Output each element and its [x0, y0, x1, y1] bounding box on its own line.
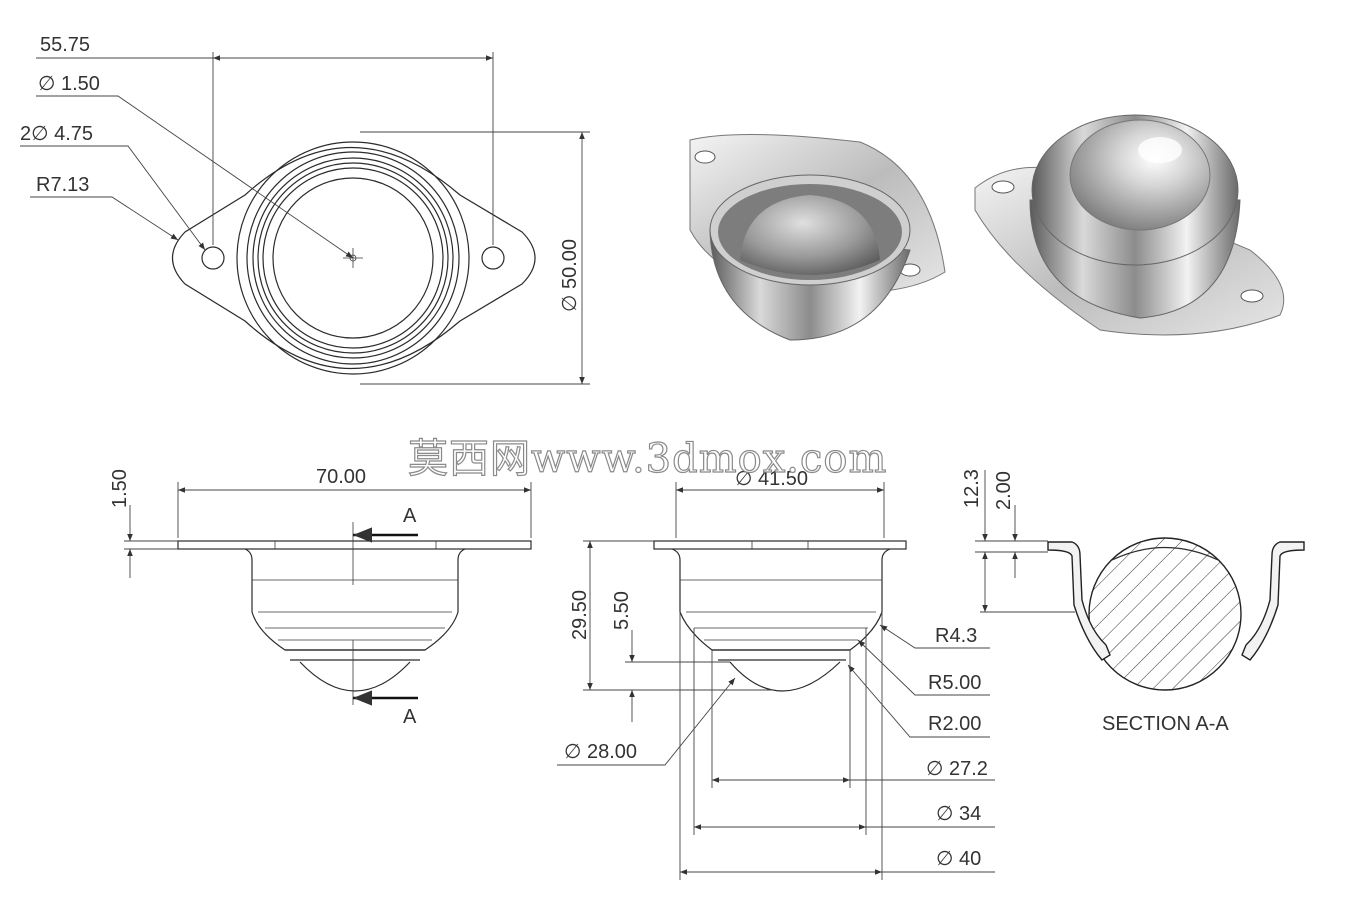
side-view: ∅ 41.50 29.50 5.50 R4.3 R5.00 R2.00 ∅ 28…: [557, 468, 995, 880]
section-mark-top: A: [403, 505, 417, 527]
dim-holes-4-75: 2∅ 4.75: [20, 123, 93, 145]
dim-dia-27-2: ∅ 27.2: [926, 758, 988, 780]
render-ball-view: [974, 114, 1285, 336]
dim-dia-41-50: ∅ 41.50: [735, 468, 808, 490]
dim-1-50: 1.50: [109, 469, 131, 508]
dim-dia-28-00: ∅ 28.00: [564, 741, 637, 763]
top-view: 55.75 ∅ 1.50 2∅ 4.75 R7.13 ∅ 50.00: [20, 34, 590, 385]
dim-r2-00: R2.00: [928, 713, 981, 735]
dim-12-3: 12.3: [961, 469, 983, 508]
dim-2-00: 2.00: [993, 471, 1015, 510]
dim-29-50: 29.50: [569, 590, 591, 640]
dim-r4-3: R4.3: [935, 625, 977, 647]
dim-55-75: 55.75: [40, 34, 90, 56]
section-view: 12.3 2.00 SECTION A-A: [961, 469, 1305, 735]
dim-dia-40: ∅ 40: [936, 848, 981, 870]
dim-r7-13: R7.13: [36, 174, 89, 196]
dim-5-50: 5.50: [611, 591, 633, 630]
watermark: 莫西网www.3dmox.com: [408, 436, 887, 482]
render-cup-view: [689, 133, 946, 341]
dim-dia-1-50: ∅ 1.50: [38, 73, 100, 95]
dim-r5-00: R5.00: [928, 672, 981, 694]
dim-dia-50-00: ∅ 50.00: [559, 239, 581, 312]
dim-70-00: 70.00: [316, 466, 366, 488]
front-view: A A 70.00 1.50: [109, 466, 532, 728]
dim-dia-34: ∅ 34: [936, 803, 981, 825]
section-mark-bottom: A: [403, 706, 417, 728]
section-caption: SECTION A-A: [1102, 713, 1229, 735]
